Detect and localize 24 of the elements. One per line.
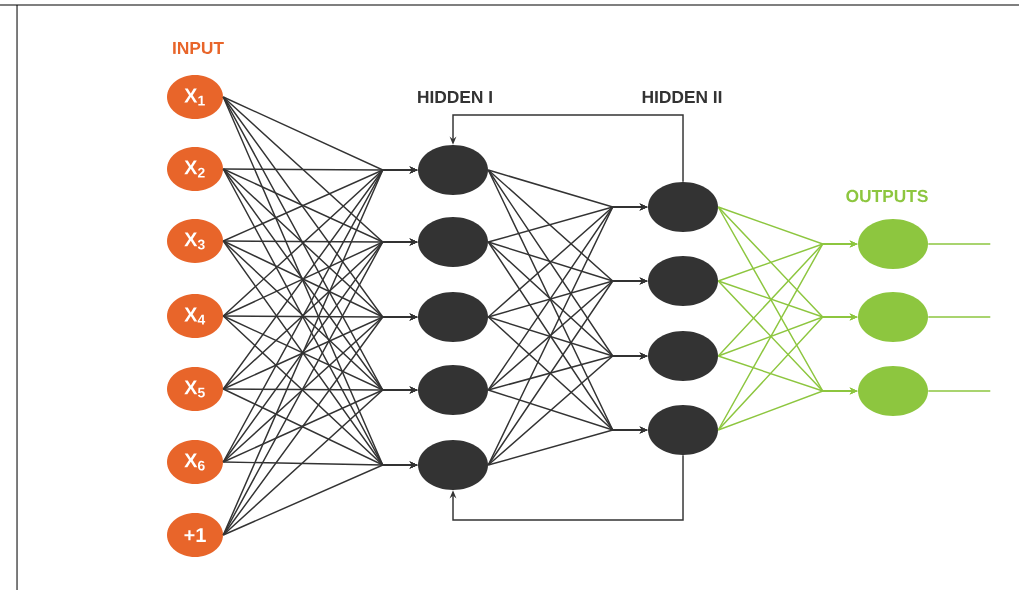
column-heading: HIDDEN II <box>642 91 722 103</box>
hidden-node <box>648 182 718 232</box>
input-node: X$_{3}$ <box>167 219 223 263</box>
output-node <box>858 292 928 342</box>
input-node: X$_{2}$ <box>167 147 223 191</box>
column-heading: INPUT <box>173 41 224 55</box>
hidden-node <box>648 405 718 455</box>
hidden-node <box>648 331 718 381</box>
input-node: X$_{6}$ <box>167 440 223 484</box>
input-node: X$_{1}$ <box>167 75 223 119</box>
hidden-node <box>418 365 488 415</box>
input-node: X$_{5}$ <box>167 367 223 411</box>
input-node: +1 <box>167 513 223 557</box>
output-node <box>858 219 928 269</box>
hidden-node <box>418 292 488 342</box>
column-heading: HIDDEN I <box>418 91 492 103</box>
hidden-node <box>648 256 718 306</box>
arrow <box>449 454 684 521</box>
hidden-node <box>418 440 488 490</box>
output-node <box>858 366 928 416</box>
hidden-node <box>418 217 488 267</box>
column-heading: OUTPUTS <box>846 189 928 203</box>
hidden-node <box>418 145 488 195</box>
input-node: X$_{4}$ <box>167 294 223 338</box>
